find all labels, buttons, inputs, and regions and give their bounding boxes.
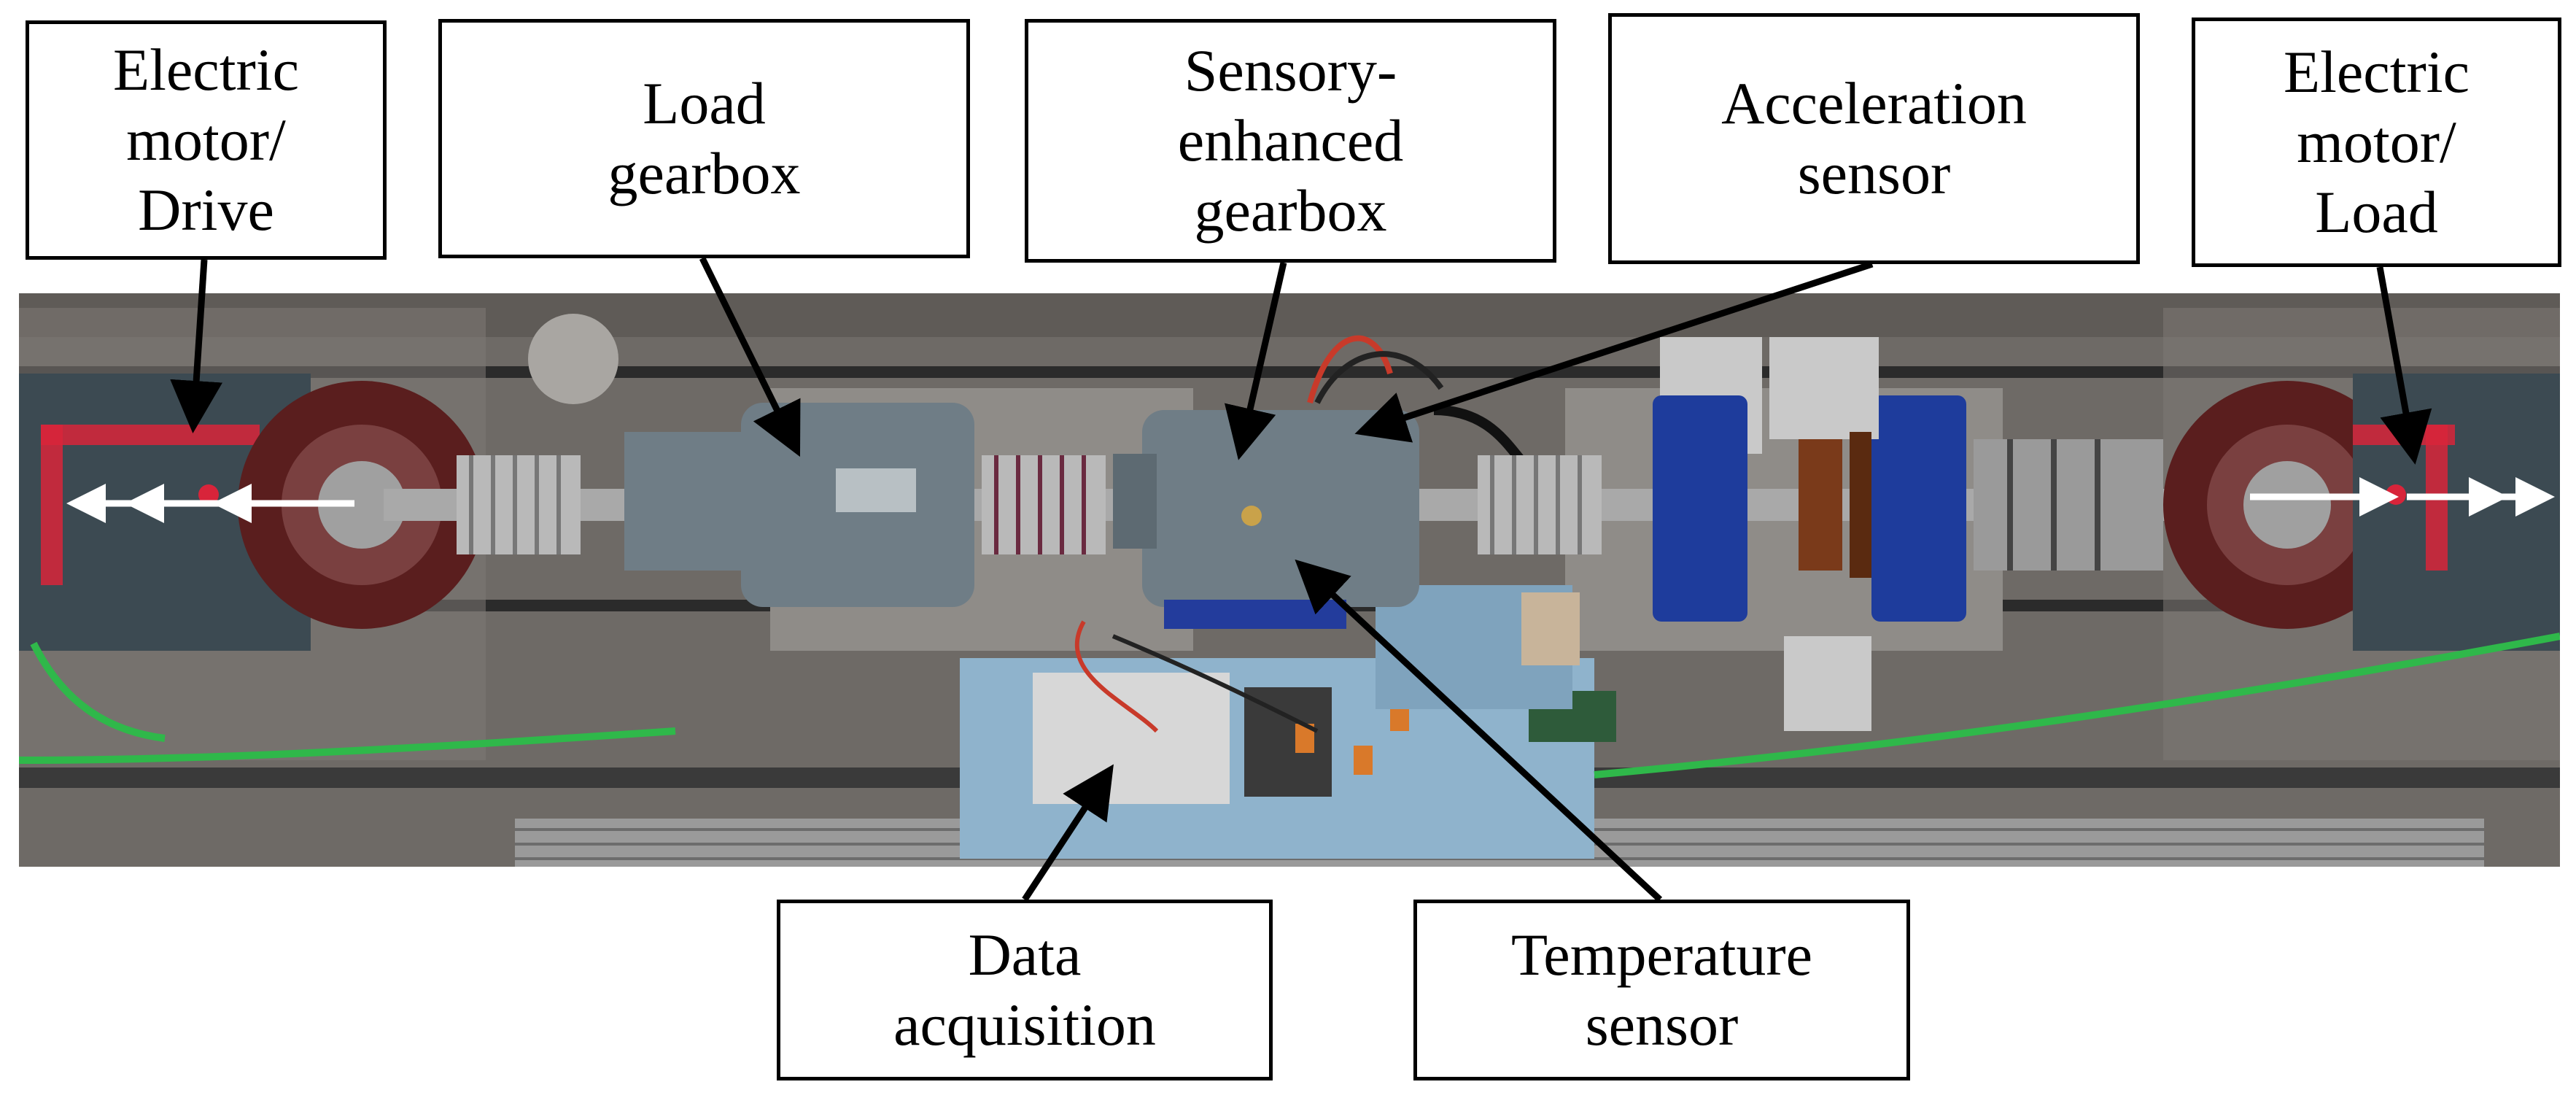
test-bench-photo	[19, 293, 2560, 867]
label-line: gearbox	[608, 140, 801, 206]
label-temperature-sensor: Temperature sensor	[1413, 900, 1910, 1080]
label-line: Data	[968, 921, 1082, 988]
label-line: acquisition	[893, 991, 1156, 1058]
label-acceleration-sensor: Acceleration sensor	[1608, 13, 2140, 264]
label-line: Drive	[138, 177, 274, 243]
label-electric-motor-drive: Electric motor/ Drive	[26, 20, 387, 260]
label-line: Load	[643, 70, 766, 136]
label-data-acquisition: Data acquisition	[777, 900, 1273, 1080]
label-sensory-enhanced-gearbox: Sensory- enhanced gearbox	[1025, 19, 1556, 263]
label-line: enhanced	[1177, 107, 1404, 174]
label-line: Temperature	[1510, 921, 1813, 988]
label-line: motor/	[2297, 109, 2456, 175]
label-line: Electric	[2284, 39, 2470, 105]
label-line: motor/	[126, 107, 286, 173]
label-line: Electric	[113, 36, 299, 103]
label-line: gearbox	[1194, 177, 1387, 244]
label-load-gearbox: Load gearbox	[438, 19, 970, 258]
label-line: sensor	[1585, 991, 1739, 1058]
label-line: Load	[2315, 179, 2438, 245]
label-line: Sensory-	[1184, 37, 1397, 104]
label-line: sensor	[1797, 140, 1951, 206]
label-line: Acceleration	[1721, 70, 2027, 136]
label-electric-motor-load: Electric motor/ Load	[2192, 18, 2561, 267]
